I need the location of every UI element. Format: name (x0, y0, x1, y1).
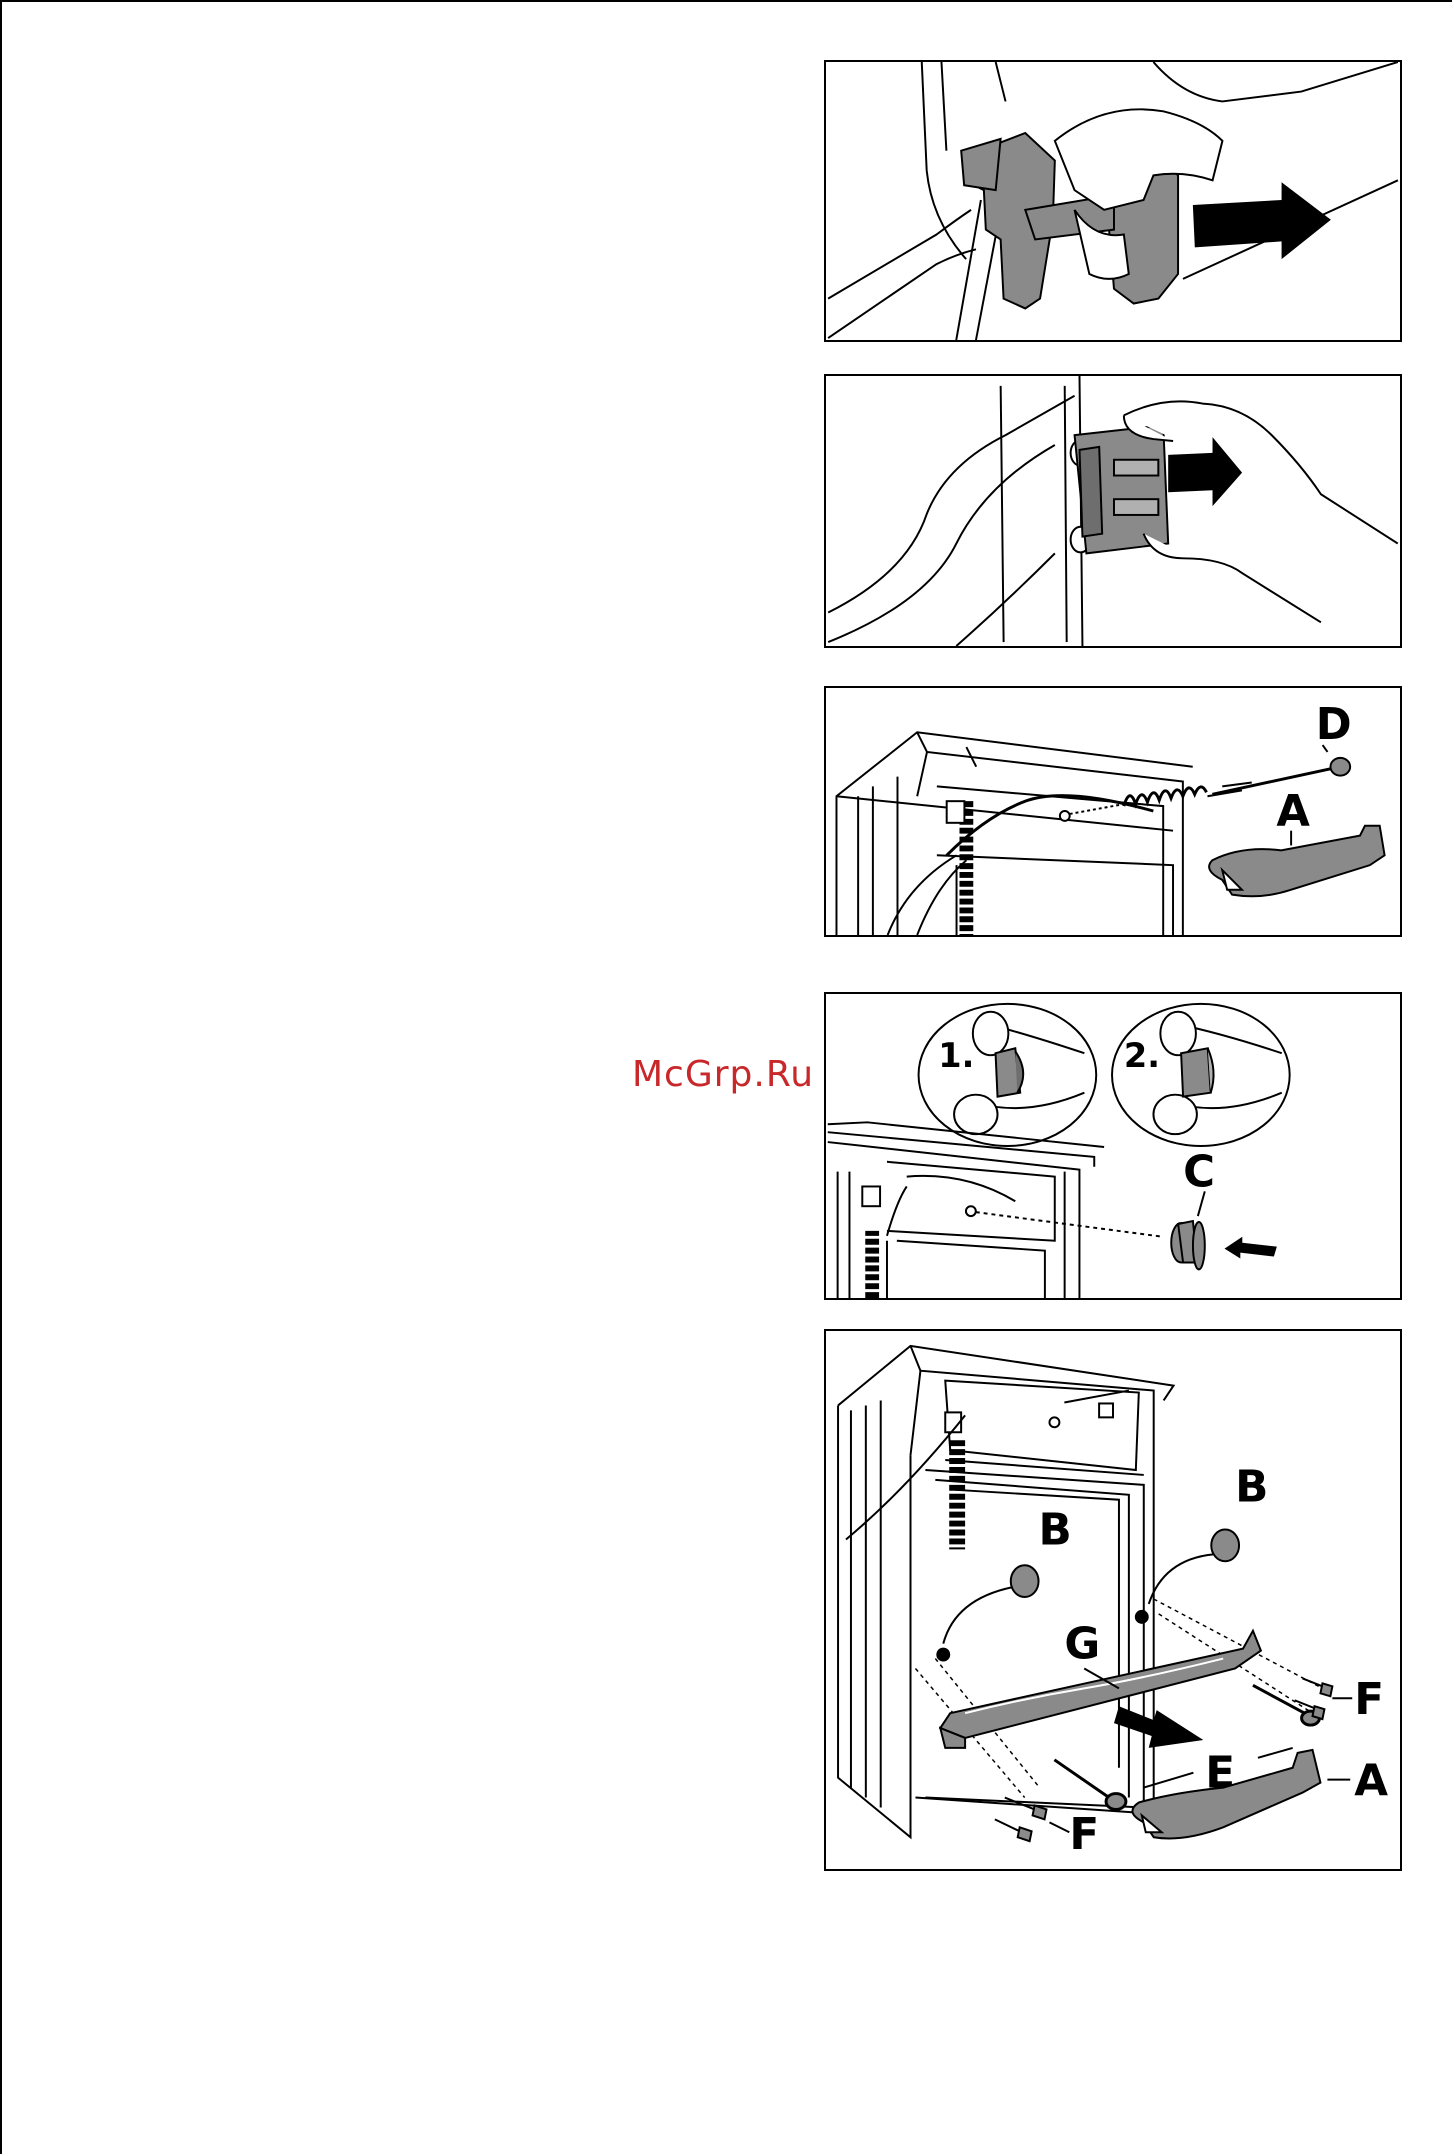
label-b-left: B (1039, 1504, 1072, 1555)
figure-fit-cover-cap-drawing: 1. 2. C (826, 994, 1400, 1298)
figure-pull-spacer-drawing (826, 376, 1400, 646)
label-f-right: F (1354, 1674, 1384, 1725)
figure-remove-bolt: D A (824, 686, 1402, 937)
figure-pull-spacer (824, 374, 1402, 648)
watermark: McGrp.Ru (632, 1054, 814, 1095)
label-b-right: B (1235, 1462, 1268, 1513)
figure-remove-transit-bar-drawing: B B G E (826, 1331, 1400, 1869)
label-g: G (1064, 1619, 1100, 1670)
label-a-fig5: A (1354, 1756, 1388, 1807)
figure-fit-cover-cap: 1. 2. C (824, 992, 1402, 1300)
figure-remove-bracket-drawing (826, 62, 1400, 340)
label-a: A (1276, 787, 1310, 837)
step-1-label: 1. (938, 1036, 974, 1075)
label-f-left: F (1069, 1809, 1099, 1860)
figure-remove-bracket (824, 60, 1402, 342)
label-c: C (1183, 1147, 1215, 1197)
label-d: D (1316, 700, 1352, 750)
figure-remove-bolt-drawing: D A (826, 688, 1400, 935)
figure-remove-transit-bar: B B G E (824, 1329, 1402, 1871)
step-2-label: 2. (1124, 1036, 1160, 1075)
